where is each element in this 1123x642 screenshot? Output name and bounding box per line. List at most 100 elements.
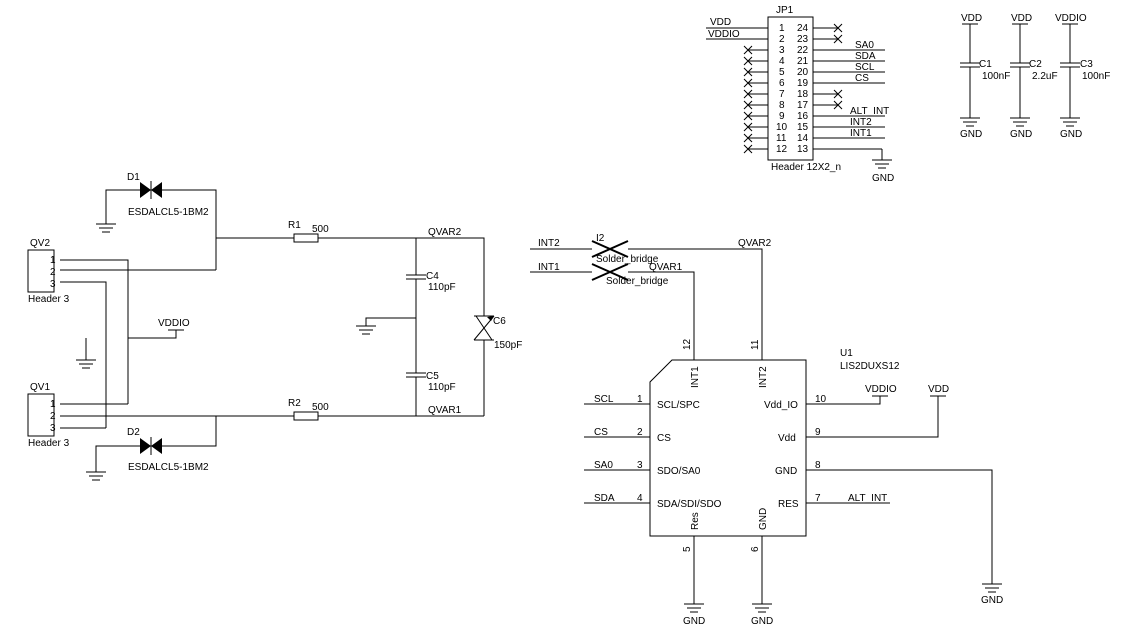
d1-wires bbox=[96, 189, 217, 270]
jp1-net-cs: CS bbox=[855, 73, 869, 84]
c5-value: 110pF bbox=[428, 382, 456, 393]
i1-bridge-cross bbox=[591, 263, 629, 281]
r2-value: 500 bbox=[312, 402, 329, 413]
u1-pinname-scl-spc: SCL/SPC bbox=[657, 400, 700, 411]
jp1-right-pin: 17 bbox=[797, 100, 809, 111]
qvar2-net: QVAR2 bbox=[428, 227, 462, 238]
u1-pinname-int1: INT1 bbox=[690, 366, 701, 388]
u1-ic: U1 LIS2DUXS12 SCL 1 SCL/SPC CS 2 CS SA0 … bbox=[584, 338, 1003, 627]
jp1-body bbox=[767, 16, 814, 161]
jp1-right-pin: 15 bbox=[797, 122, 809, 133]
c2-ref: C2 bbox=[1029, 59, 1042, 70]
qv2-pin: 1 bbox=[50, 255, 56, 266]
r2-ref: R2 bbox=[288, 398, 301, 409]
jp1-left-pin: 11 bbox=[776, 133, 787, 144]
u1-net-alt-int: ALT_INT bbox=[848, 493, 887, 504]
u1-pin-12: 12 bbox=[682, 338, 693, 350]
u1-right-gnd-label: GND bbox=[981, 595, 1003, 606]
qv1-value: Header 3 bbox=[28, 438, 70, 449]
qv2-body bbox=[27, 249, 55, 293]
jp1-left-pin: 3 bbox=[779, 45, 785, 56]
jp1-left-pin: 8 bbox=[779, 100, 785, 111]
jp1-right-noconnects bbox=[833, 23, 843, 110]
u1-pinname-int2: INT2 bbox=[758, 366, 769, 388]
jp1-header: JP1 Header 12X2_n 1 2 3 4 5 6 7 8 9 10 1… bbox=[706, 5, 894, 184]
c1-wires bbox=[960, 23, 980, 127]
u1-net-vddio: VDDIO bbox=[865, 384, 897, 395]
jp1-gnd-label: GND bbox=[872, 173, 894, 184]
qvar-front-end: D1 ESDALCL5-1BM2 D2 ESDALCL5-1BM2 R1 500… bbox=[27, 172, 522, 481]
c6-symbol bbox=[473, 315, 495, 341]
jp1-right-pin: 24 bbox=[797, 23, 809, 34]
c3-value: 100nF bbox=[1082, 71, 1110, 82]
vddio-tap bbox=[128, 329, 184, 339]
int1-bridge-wire bbox=[530, 271, 695, 360]
c3-wires bbox=[1060, 23, 1080, 127]
u1-pin-7: 7 bbox=[815, 493, 821, 504]
jp1-right-pin: 22 bbox=[797, 45, 809, 56]
jp1-right-pin: 13 bbox=[797, 144, 809, 155]
jp1-right-pin: 16 bbox=[797, 111, 809, 122]
c2-value: 2.2uF bbox=[1032, 71, 1058, 82]
u1-gnd-label-5: GND bbox=[683, 616, 705, 627]
u1-net-scl: SCL bbox=[594, 394, 614, 405]
jp1-net-scl: SCL bbox=[855, 62, 875, 73]
c2-net-label: VDD bbox=[1011, 13, 1032, 24]
i1-left-net: INT1 bbox=[538, 262, 560, 273]
i2-value: Solder_bridge bbox=[596, 254, 659, 265]
jp1-right-pin: 18 bbox=[797, 89, 809, 100]
qv1-pin: 2 bbox=[50, 411, 56, 422]
qv2-value: Header 3 bbox=[28, 294, 70, 305]
u1-net-cs: CS bbox=[594, 427, 608, 438]
jp1-left-stubs bbox=[748, 27, 768, 150]
u1-pin-9: 9 bbox=[815, 427, 821, 438]
cap-c2: VDD C2 2.2uF GND bbox=[1010, 13, 1058, 140]
cap-c3: VDDIO C3 100nF GND bbox=[1055, 13, 1110, 140]
jp1-gnd-symbol bbox=[872, 149, 892, 169]
c1-value: 100nF bbox=[982, 71, 1010, 82]
jp1-ref: JP1 bbox=[776, 5, 794, 16]
u1-pinname-res-bottom: Res bbox=[690, 512, 701, 530]
i2-ref: I2 bbox=[596, 233, 605, 244]
u1-pinname-sda-sdi-sdo: SDA/SDI/SDO bbox=[657, 499, 722, 510]
jp1-right-pin: 20 bbox=[797, 67, 809, 78]
c4-c5-wires bbox=[356, 238, 426, 416]
c6-value: 150pF bbox=[494, 340, 522, 351]
int2-bridge-wire bbox=[530, 248, 763, 360]
c6-ref: C6 bbox=[493, 316, 506, 327]
u1-pinname-res: RES bbox=[778, 499, 799, 510]
d1-value: ESDALCL5-1BM2 bbox=[128, 207, 209, 218]
u1-pin-3: 3 bbox=[637, 460, 643, 471]
qv1-pin: 1 bbox=[50, 399, 56, 410]
u1-pin-11: 11 bbox=[750, 339, 761, 350]
qv1-pin: 3 bbox=[50, 423, 56, 434]
u1-pinname-vdd-io: Vdd_IO bbox=[764, 400, 798, 411]
qv1-ref: QV1 bbox=[30, 382, 50, 393]
u1-pinname-gnd-bottom: GND bbox=[758, 508, 769, 530]
jp1-left-pin: 7 bbox=[779, 89, 785, 100]
jp1-net-int1: INT1 bbox=[850, 128, 872, 139]
u1-right-pin-wires bbox=[806, 395, 1002, 593]
jp1-left-pin: 2 bbox=[779, 34, 785, 45]
u1-pinname-vdd: Vdd bbox=[778, 433, 796, 444]
u1-pin-6: 6 bbox=[750, 546, 761, 552]
u1-pin-8: 8 bbox=[815, 460, 821, 471]
c1-gnd: GND bbox=[960, 129, 982, 140]
d1-ref: D1 bbox=[127, 172, 140, 183]
jp1-left-pin: 12 bbox=[776, 144, 788, 155]
u1-pin-2: 2 bbox=[637, 427, 643, 438]
i2-right-net: QVAR2 bbox=[738, 238, 772, 249]
jp1-value: Header 12X2_n bbox=[771, 162, 841, 173]
u1-pin-5: 5 bbox=[682, 546, 693, 552]
c3-ref: C3 bbox=[1080, 59, 1093, 70]
jp1-left-noconnects bbox=[743, 45, 753, 154]
r2-symbol bbox=[293, 411, 319, 421]
u1-value: LIS2DUXS12 bbox=[840, 361, 900, 372]
jp1-net-int2: INT2 bbox=[850, 117, 872, 128]
jp1-left-pin: 9 bbox=[779, 111, 785, 122]
cap-c1: VDD C1 100nF GND bbox=[960, 13, 1010, 140]
qv2-pin: 3 bbox=[50, 279, 56, 290]
c2-wires bbox=[1010, 23, 1030, 127]
jp1-net-sa0: SA0 bbox=[855, 40, 874, 51]
